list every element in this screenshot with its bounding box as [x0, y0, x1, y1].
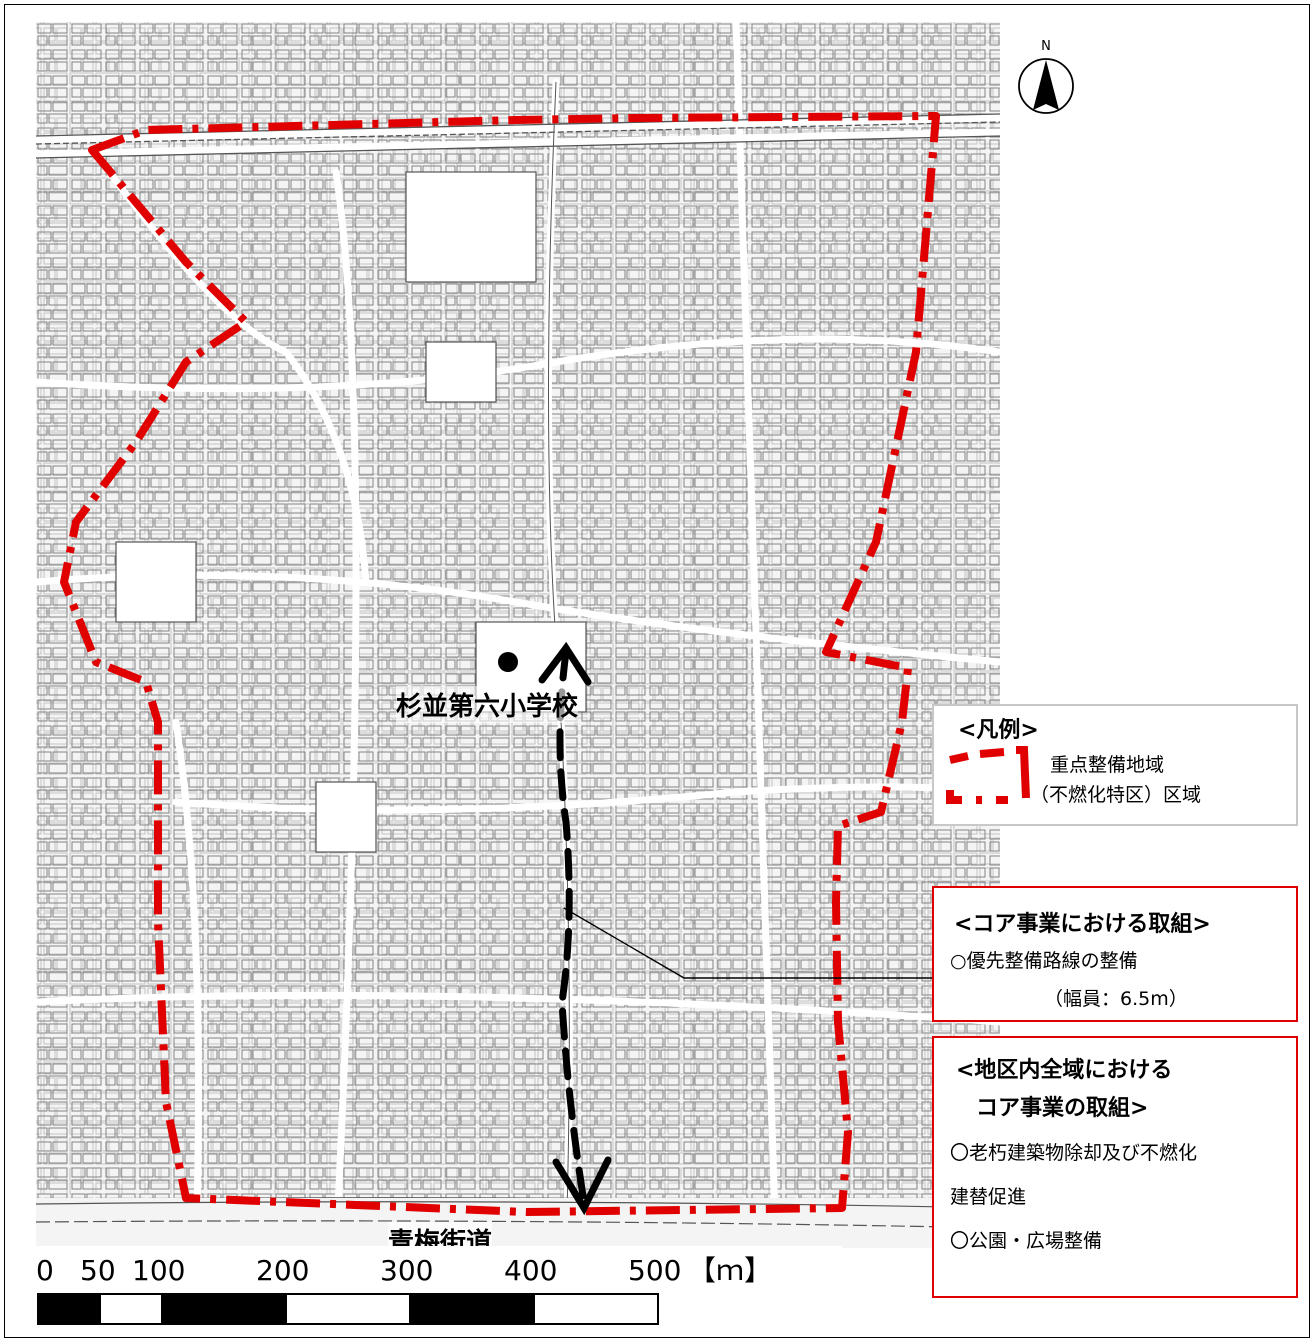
school-label: 杉並第六小学校: [396, 686, 579, 723]
north-arrow: N: [1018, 39, 1074, 114]
boundary-line: [60, 112, 940, 1216]
area-project-item-2: 〇公園・広場整備: [950, 1230, 1103, 1252]
scale-label-100: 100: [132, 1254, 185, 1287]
legend-title: <凡例>: [958, 718, 1039, 743]
north-arrow-icon: [1033, 60, 1059, 110]
scale-unit: 【ｍ】: [688, 1254, 772, 1287]
priority-route-arrow: [538, 641, 612, 1216]
legend-line-2: （不燃化特区）区域: [1030, 784, 1202, 806]
base-map: [36, 22, 1000, 1248]
scale-label-300: 300: [380, 1254, 433, 1287]
leader-line: [563, 907, 932, 979]
area-project-title-2: コア事業の取組>: [976, 1096, 1149, 1121]
scale-label-0: 0: [36, 1254, 54, 1287]
scale-label-500: 500: [628, 1254, 681, 1287]
core-project-detail: （幅員：6.5m）: [1044, 988, 1188, 1010]
north-label: N: [1041, 39, 1051, 54]
area-project-title-1: <地区内全域における: [956, 1058, 1173, 1083]
core-project-item: ○優先整備路線の整備: [950, 950, 1138, 972]
area-project-box: <地区内全域における コア事業の取組> 〇老朽建築物除却及び不燃化 建替促進 〇…: [932, 1036, 1298, 1298]
legend-boundary-symbol: [946, 746, 1030, 804]
school-marker: [498, 652, 518, 672]
area-project-item-1b: 建替促進: [950, 1186, 1027, 1208]
scale-label-50: 50: [80, 1254, 116, 1287]
scale-bar: 0 50 100 200 300 400 500 【ｍ】: [20, 1246, 842, 1330]
scale-label-400: 400: [504, 1254, 557, 1287]
scale-label-200: 200: [256, 1254, 309, 1287]
core-project-title: <コア事業における取組>: [954, 912, 1211, 937]
area-project-item-1: 〇老朽建築物除却及び不燃化: [950, 1142, 1198, 1164]
core-project-box: <コア事業における取組> ○優先整備路線の整備 （幅員：6.5m）: [932, 886, 1298, 1022]
legend-box: <凡例> 重点整備地域 （不燃化特区）区域: [932, 704, 1298, 826]
legend-line-1: 重点整備地域: [1050, 754, 1165, 776]
